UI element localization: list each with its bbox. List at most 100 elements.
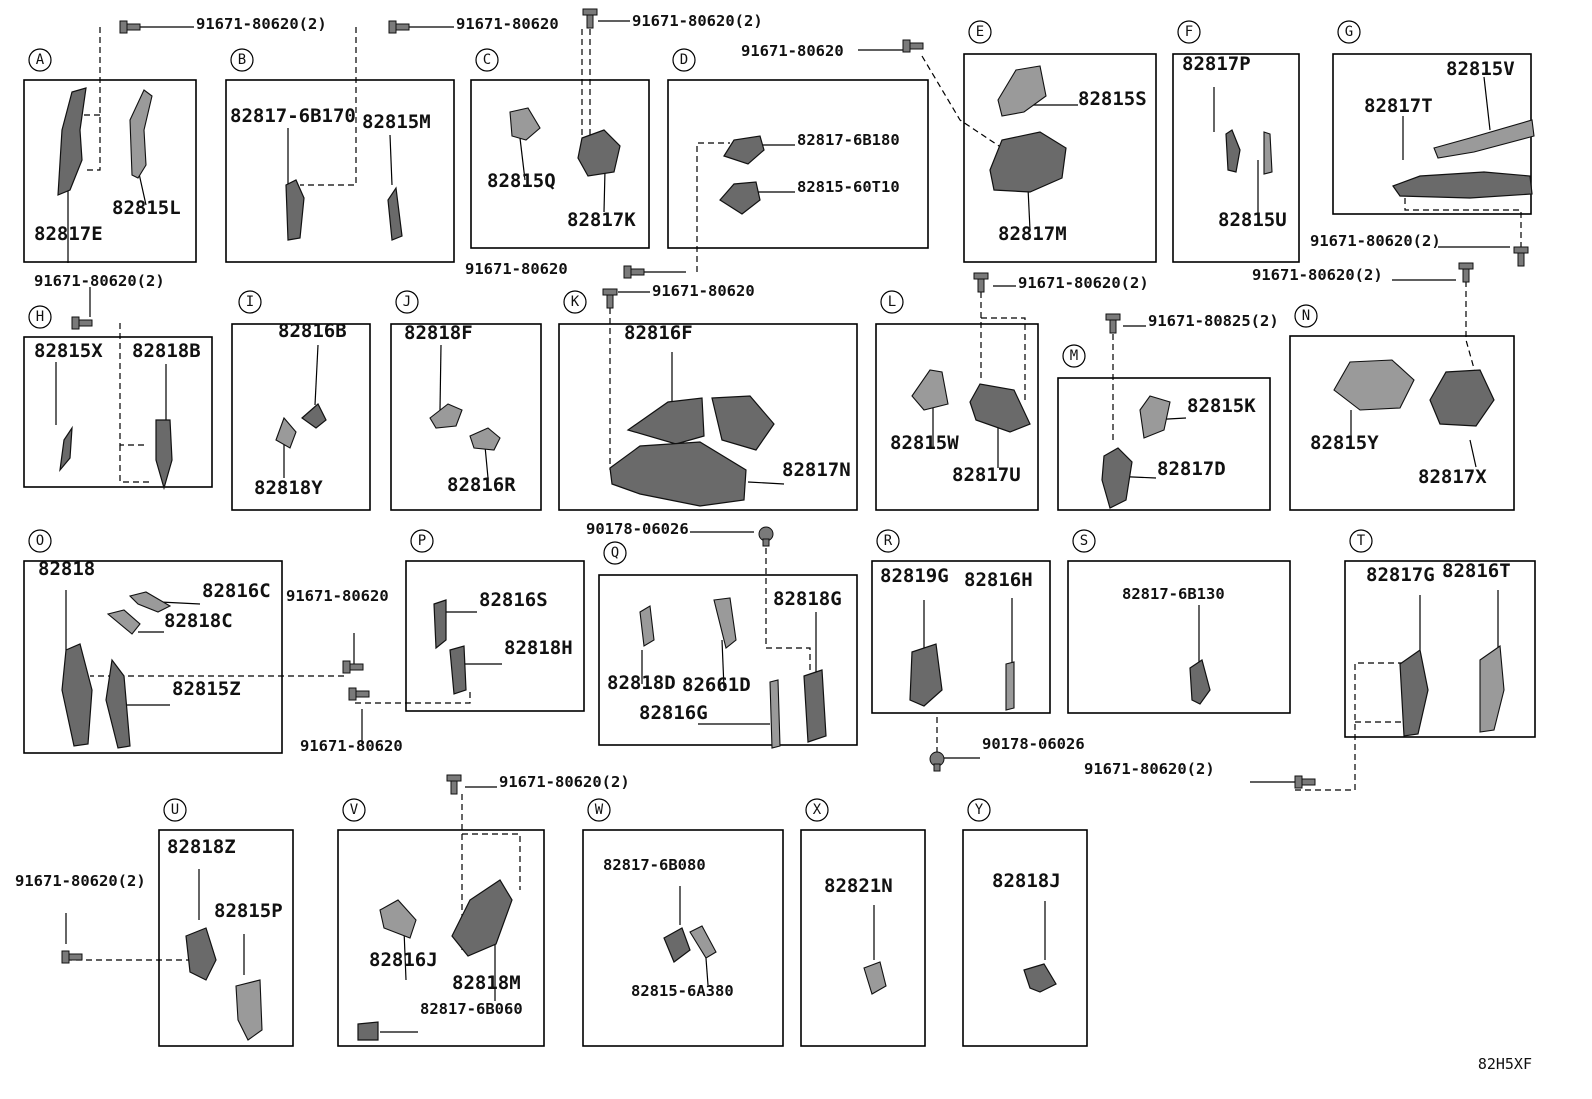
panel-n-marker (1294, 304, 1318, 328)
panel-k (558, 323, 858, 511)
panel-l (875, 323, 1039, 511)
part-label-82817n: 82817N (782, 459, 851, 481)
screw-icon (1105, 313, 1121, 334)
panel-i-marker (238, 290, 262, 314)
panel-u-letter: U (171, 802, 179, 818)
clip-icon-stem (762, 538, 770, 547)
part-label-82817d: 82817D (1157, 458, 1226, 480)
panel-u-marker (163, 798, 187, 822)
part-label-82816r: 82816R (447, 474, 516, 496)
fastener-label-fb: 91671-80620 (456, 15, 559, 33)
screw-icon-head (582, 8, 598, 16)
part-shape (689, 925, 717, 959)
part-label-82821n: 82821N (824, 875, 893, 897)
panel-c-marker (475, 48, 499, 72)
part-shape (1139, 395, 1171, 439)
screw-icon (348, 687, 370, 701)
part-shape (285, 179, 305, 241)
clip-icon (758, 526, 774, 547)
screw-icon-head (1458, 262, 1474, 270)
fastener-label-fg1: 91671-80620(2) (1310, 232, 1441, 250)
panel-t-letter: T (1357, 533, 1366, 549)
part-shape (1399, 648, 1429, 737)
panel-d-letter: D (680, 52, 688, 68)
fastener-label-fd: 91671-80620 (465, 260, 568, 278)
part-label-82819g: 82819G (880, 565, 949, 587)
part-label-82818c: 82818C (164, 610, 233, 632)
panel-t-marker (1349, 529, 1373, 553)
leader-line (747, 481, 785, 485)
panel-j-letter: J (403, 294, 411, 310)
fastener-label-fa: 91671-80620(2) (196, 15, 327, 33)
part-label-82815u: 82815U (1218, 209, 1287, 231)
screw-icon (71, 316, 93, 330)
leader-line (519, 137, 526, 181)
panel-w (582, 829, 784, 1047)
screw-icon-shank (68, 953, 83, 961)
part-label-82815z: 82815Z (172, 678, 241, 700)
panel-l-letter: L (888, 294, 896, 310)
part-shape (911, 369, 949, 411)
part-shape (128, 591, 172, 613)
screw-icon (1458, 262, 1474, 283)
screw-icon (388, 20, 410, 34)
part-label-82817-6b080: 82817-6B080 (603, 856, 706, 874)
panel-s (1067, 560, 1291, 714)
part-shape (387, 186, 403, 241)
part-shape (429, 403, 463, 429)
screw-icon-head (388, 20, 397, 34)
fastener-label-fg2: 91671-80620(2) (1252, 266, 1383, 284)
part-shape (711, 395, 775, 451)
part-shape (1433, 119, 1535, 159)
panel-q (598, 574, 858, 746)
panel-m (1057, 377, 1271, 511)
dashed-connector (981, 317, 1026, 400)
leader-line (439, 344, 442, 411)
screw-icon-head (342, 660, 351, 674)
leader-line (1027, 187, 1031, 231)
fastener-label-fm: 91671-80825(2) (1148, 312, 1279, 330)
panel-h-marker (28, 305, 52, 329)
fastener-label-fu: 91671-80620(2) (15, 872, 146, 890)
panel-m-letter: M (1070, 348, 1078, 364)
screw-icon-shank (78, 319, 93, 327)
fastener-label-fq: 90178-06026 (586, 520, 689, 538)
part-label-82818d: 82818D (607, 672, 676, 694)
part-label-82816b: 82816B (278, 320, 347, 342)
part-shape (357, 1021, 379, 1041)
panel-p (405, 560, 585, 712)
leader-line (721, 639, 725, 689)
panel-t (1344, 560, 1536, 738)
part-label-82661d: 82661D (682, 674, 751, 696)
part-label-82817m: 82817M (998, 223, 1067, 245)
part-shape (713, 597, 737, 649)
panel-m-marker (1062, 344, 1086, 368)
panel-h-letter: H (36, 309, 44, 325)
part-label-82815x: 82815X (34, 340, 103, 362)
panel-d (667, 79, 929, 249)
part-label-82818: 82818 (38, 558, 95, 580)
part-label-82818g: 82818G (773, 588, 842, 610)
part-label-82815w: 82815W (890, 432, 959, 454)
panel-c-letter: C (483, 52, 491, 68)
part-label-82818y: 82818Y (254, 477, 323, 499)
screw-icon (446, 774, 462, 795)
dashed-connector (1404, 190, 1522, 248)
panel-v-letter: V (350, 802, 359, 818)
screw-icon (119, 20, 141, 34)
part-shape (1429, 369, 1495, 427)
fastener-label-fe: 91671-80620 (741, 42, 844, 60)
part-shape (275, 416, 297, 449)
panel-s-marker (1072, 529, 1096, 553)
panel-k-marker (563, 290, 587, 314)
part-shape (769, 679, 781, 749)
screw-icon-head (446, 774, 462, 782)
part-shape (663, 927, 691, 963)
part-label-82817x: 82817X (1418, 466, 1487, 488)
screw-icon-shank (1109, 319, 1117, 334)
panel-f (1172, 53, 1300, 263)
part-shape (1005, 661, 1015, 711)
fastener-label-fo1: 91671-80620 (286, 587, 389, 605)
part-shape (185, 927, 217, 981)
part-label-82818m: 82818M (452, 972, 521, 994)
